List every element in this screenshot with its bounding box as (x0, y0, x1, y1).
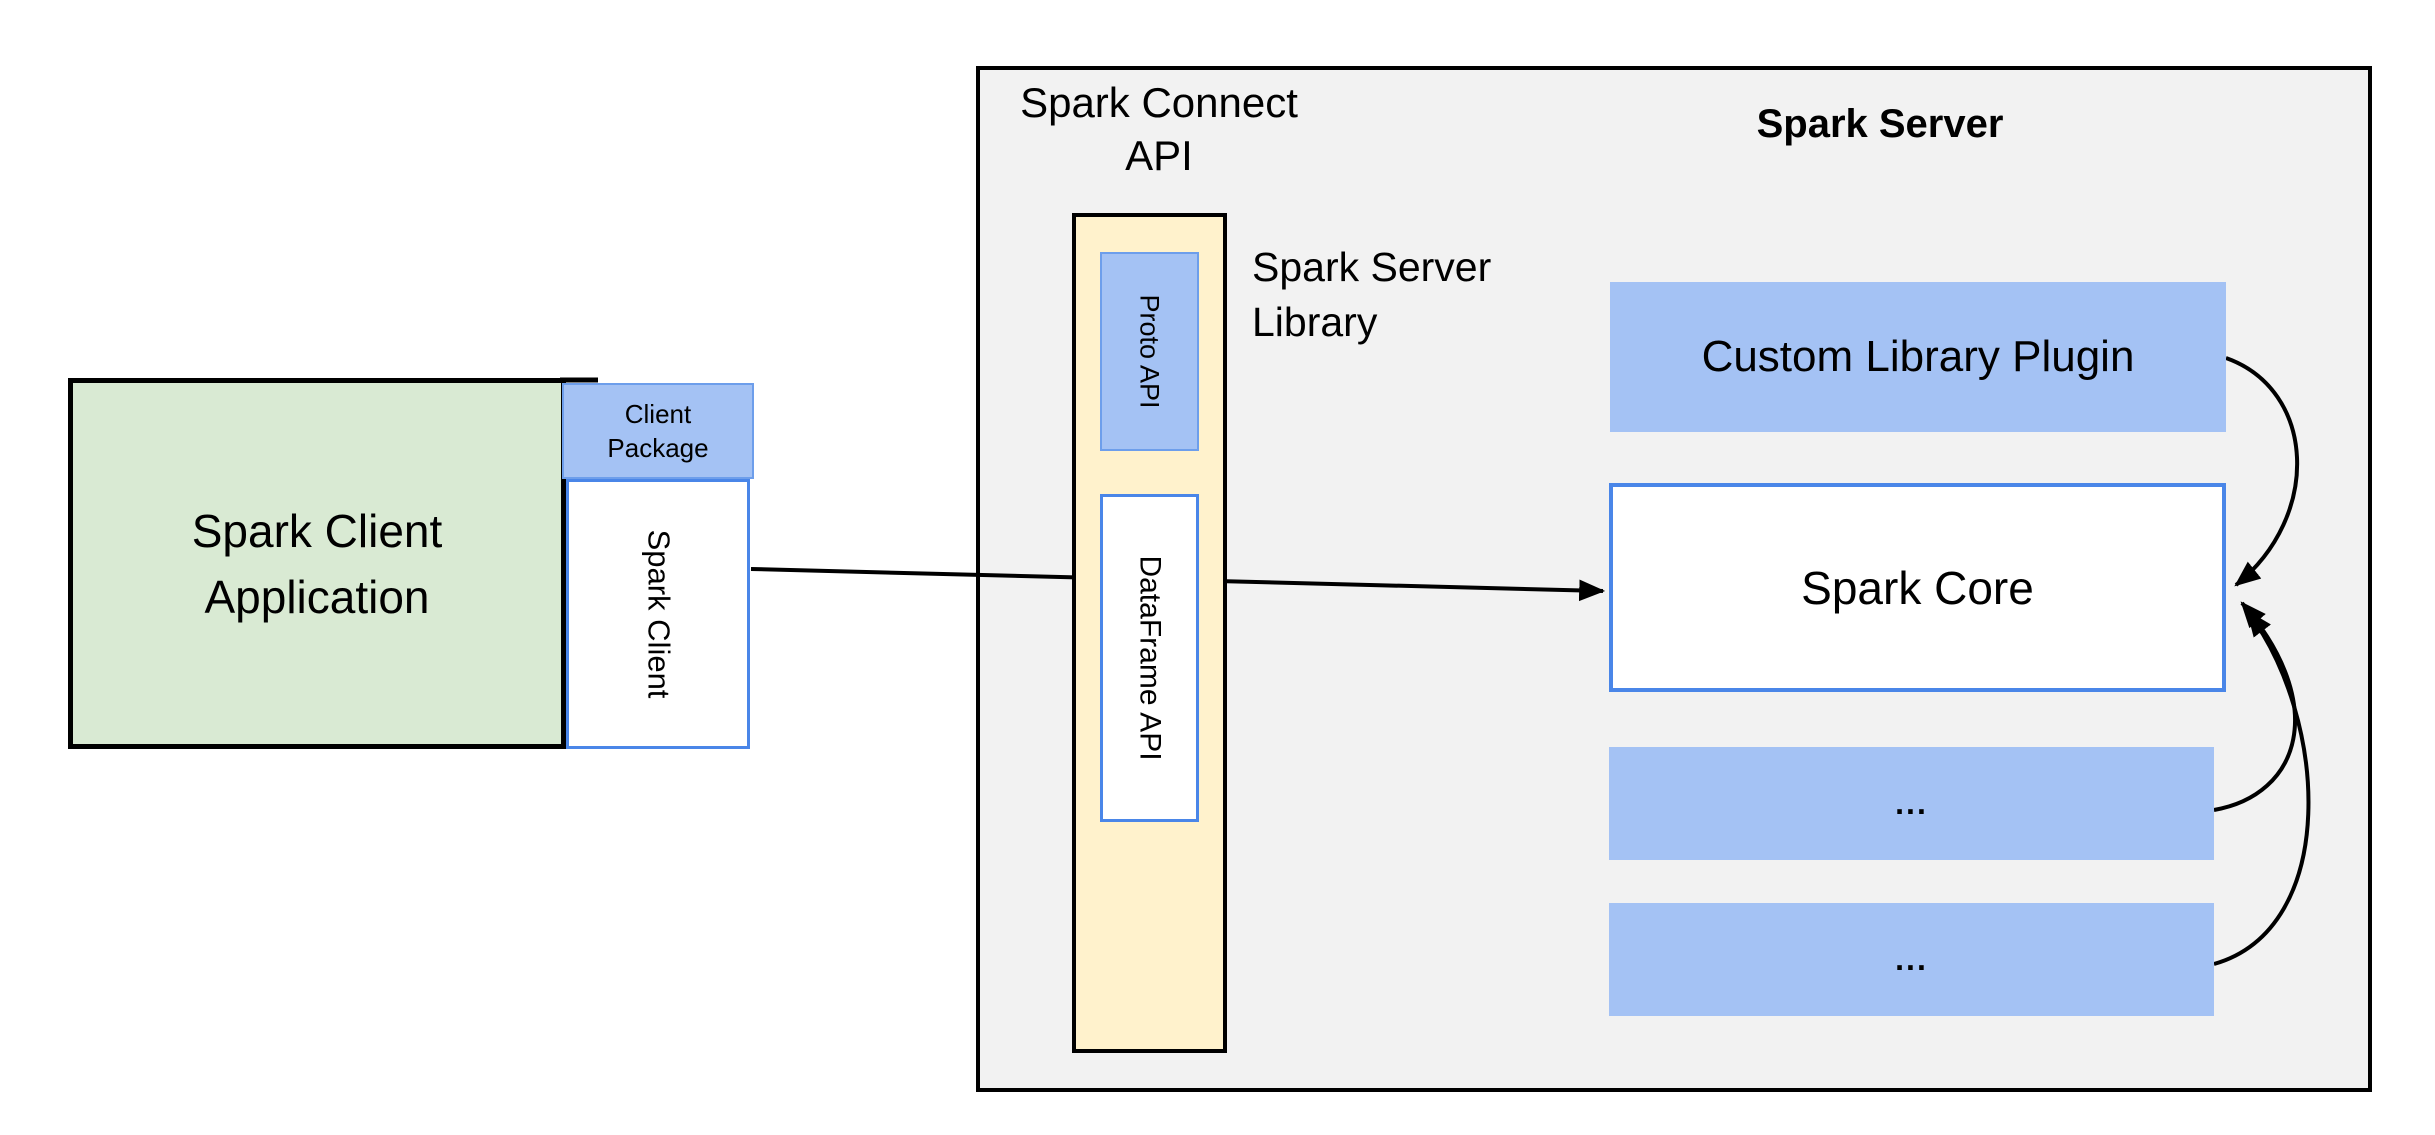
spark-client-box: Spark Client (566, 479, 750, 749)
spark-server-library-line1: Spark Server (1252, 244, 1492, 290)
plugin-slot-1-label: ... (1895, 785, 1928, 821)
spark-client-application-line1: Spark Client (191, 504, 443, 557)
spark-connect-api-line2: API (1125, 132, 1193, 179)
proto-api-box: Proto API (1100, 252, 1199, 451)
dataframe-api-box: DataFrame API (1100, 494, 1199, 822)
arrow-plugin-to-core (2225, 356, 2300, 587)
custom-library-plugin-label: Custom Library Plugin (1701, 332, 2135, 381)
spark-server-library-label: Spark Server Library (1252, 240, 1632, 350)
spark-connect-api-column (1072, 213, 1227, 1053)
client-package-box: Client Package (562, 383, 754, 479)
spark-core-box: Spark Core (1609, 483, 2226, 692)
spark-client-label: Spark Client (640, 529, 676, 699)
plugin-slot-2-label: ... (1895, 941, 1928, 977)
arrow-slot1-to-core (2213, 601, 2297, 812)
spark-server-library-line2: Library (1252, 299, 1378, 345)
proto-api-label: Proto API (1135, 294, 1166, 409)
custom-library-plugin-box: Custom Library Plugin (1610, 282, 2226, 432)
spark-client-application-box: Spark Client Application (68, 378, 566, 749)
spark-client-application-line2: Application (204, 570, 430, 623)
client-package-line2: Package (607, 433, 709, 463)
plugin-slot-2-box: ... (1609, 903, 2214, 1016)
spark-server-heading: Spark Server (1756, 102, 2004, 146)
spark-connect-api-line1: Spark Connect (1020, 79, 1298, 126)
spark-connect-api-heading: Spark Connect API (1009, 76, 1309, 182)
client-package-label: Client Package (607, 397, 708, 465)
plugin-slot-1-box: ... (1609, 747, 2214, 860)
dataframe-api-label: DataFrame API (1133, 555, 1167, 761)
client-package-line1: Client (624, 399, 692, 429)
spark-client-application-label: Spark Client Application (192, 498, 443, 630)
arrow-slot2-to-core (2213, 610, 2311, 966)
spark-core-label: Spark Core (1801, 561, 2034, 614)
